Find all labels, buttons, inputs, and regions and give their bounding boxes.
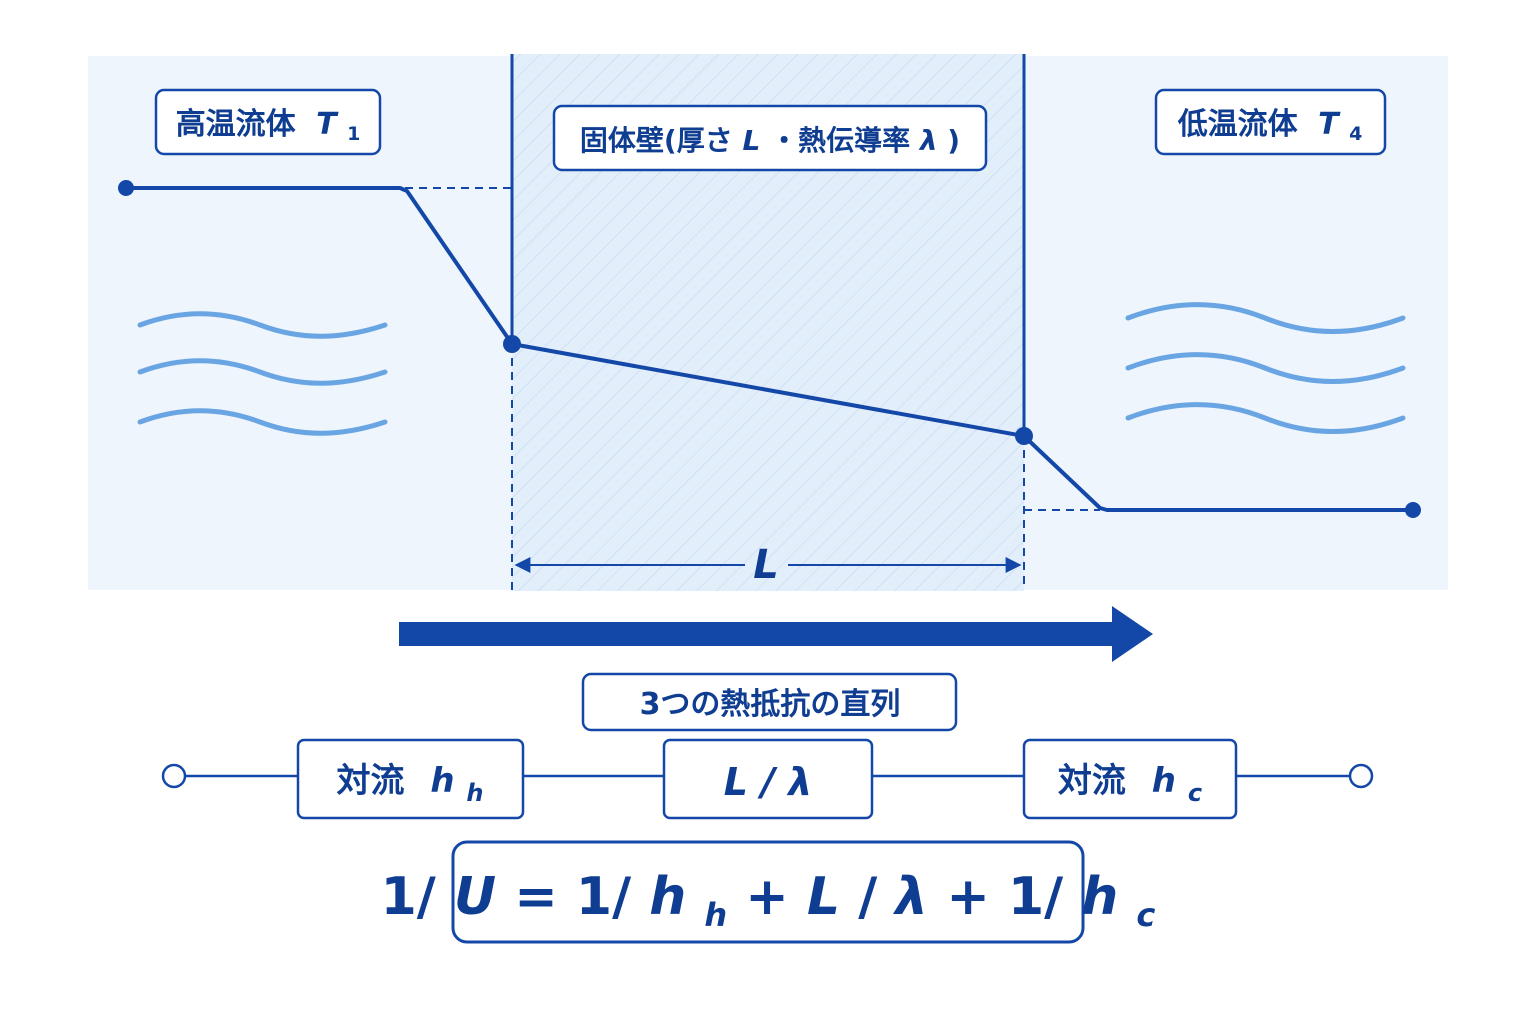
wave-icon [137, 311, 388, 436]
resistor-symbol: L / λ [724, 760, 813, 804]
hot-temperature-subscript: 1 [347, 123, 360, 145]
resistor-wall-conduction: L / λ [662, 738, 874, 820]
formula-part: h [649, 867, 686, 927]
hot-fluid-name: 高温流体 [176, 107, 297, 142]
wave-icon [1125, 302, 1406, 434]
wall-label: 固体壁(厚さ L ・熱伝導率 λ ) [552, 104, 988, 172]
formula-part: / [858, 867, 895, 927]
profile-point-wall-hot [503, 335, 521, 353]
formula-part: = 1/ [514, 867, 631, 927]
formula-subscript: c [1136, 896, 1155, 934]
svg-text:低温流体 T 4: 低温流体 T 4 [1177, 107, 1363, 145]
resistor-symbol: h [1152, 761, 1176, 801]
resistor-hot-convection: 対流 h h [296, 738, 525, 820]
resistor-prefix: 対流 [1058, 761, 1126, 801]
formula-part: L [807, 867, 840, 927]
svg-text:対流 h h: 対流 h h [337, 761, 484, 807]
svg-text:L / λ: L / λ [724, 760, 813, 804]
resistor-prefix: 対流 [337, 761, 405, 801]
cold-temperature-symbol: T [1318, 107, 1341, 142]
series-resistance-text: 3つの熱抵抗の直列 [640, 687, 901, 722]
formula-part: h [1081, 867, 1118, 927]
overall-heat-transfer-formula: 1/ U = 1/ h h + L / λ + 1/ h c [381, 840, 1156, 944]
cold-fluid-name: 低温流体 [1177, 107, 1299, 142]
profile-point-wall-cold [1015, 427, 1033, 445]
resistor-subscript: h [466, 779, 483, 807]
series-resistance-label: 3つの熱抵抗の直列 [581, 672, 958, 732]
wall-name: 固体壁(厚さ [580, 124, 733, 157]
open-circle-icon [161, 763, 187, 789]
svg-text:対流 h c: 対流 h c [1058, 761, 1202, 807]
resistor-subscript: c [1188, 779, 1202, 807]
resistor-symbol: h [430, 761, 454, 801]
wall-label-close: ) [947, 124, 960, 157]
formula-part: λ [892, 867, 928, 927]
hot-temperature-symbol: T [316, 107, 339, 142]
cold-fluid-label: 低温流体 T 4 [1154, 88, 1387, 156]
wall-thickness-symbol: L [742, 124, 760, 157]
resistor-cold-convection: 対流 h c [1022, 738, 1238, 820]
svg-text:1/ U = 1/ h: 1/ U = 1/ h h + L / λ + 1/ h c [381, 867, 1156, 939]
profile-point-cold [1405, 502, 1421, 518]
wall-conductivity-symbol: λ [918, 124, 938, 157]
svg-text:高温流体 T 1: 高温流体 T 1 [176, 107, 361, 145]
cold-temperature-subscript: 4 [1349, 123, 1362, 145]
open-circle-icon [1348, 763, 1374, 789]
formula-part: + 1/ [946, 867, 1063, 927]
formula-part: U [454, 867, 496, 927]
wall-conductivity-text: ・熱伝導率 [770, 124, 910, 157]
thickness-label: L [753, 542, 779, 588]
hot-fluid-label: 高温流体 T 1 [154, 88, 382, 156]
formula-part: + [745, 867, 807, 927]
temperature-profile [126, 186, 1413, 512]
svg-text:固体壁(厚さ L ・熱伝導率: 固体壁(厚さ L ・熱伝導率 λ ) [580, 124, 960, 157]
profile-point-hot [118, 180, 134, 196]
right-arrow-icon [399, 606, 1153, 662]
formula-subscript: h [704, 896, 727, 934]
formula-part: 1/ [381, 867, 436, 927]
